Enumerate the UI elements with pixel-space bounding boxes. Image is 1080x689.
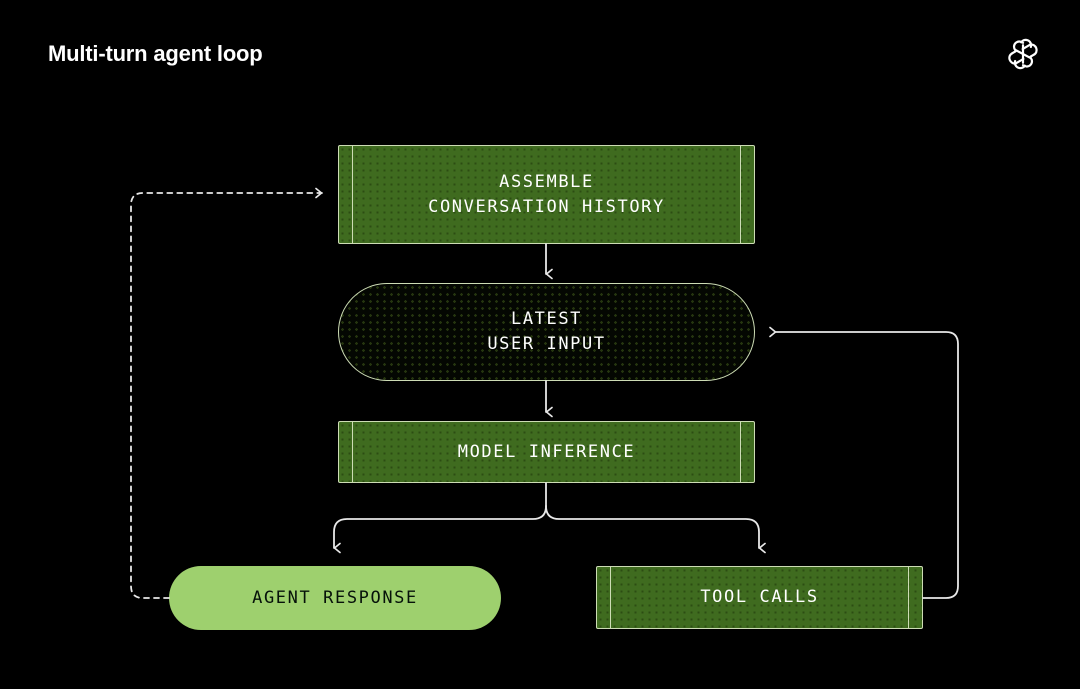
node-cap-right — [908, 567, 909, 628]
edge-agent-response-to-assemble — [130, 187, 323, 599]
edge-tool-calls-to-latest-input — [769, 326, 959, 599]
node-cap-left — [352, 146, 353, 243]
node-label-tool-calls: TOOL CALLS — [700, 587, 819, 608]
page-title: Multi-turn agent loop — [48, 41, 263, 66]
node-agent-response[interactable]: AGENT RESPONSE — [169, 566, 501, 630]
node-label-model-inference: MODEL INFERENCE — [457, 441, 636, 462]
node-tool-calls[interactable]: TOOL CALLS — [596, 566, 923, 629]
node-assemble-conversation-history[interactable]: ASSEMBLE CONVERSATION HISTORY — [338, 145, 755, 244]
node-cap-left — [352, 422, 353, 482]
node-label-agent-response: AGENT RESPONSE — [252, 587, 418, 608]
node-cap-right — [740, 146, 741, 243]
edge-model-inference-to-tool-calls — [545, 505, 766, 554]
openai-logo-icon — [1002, 33, 1044, 75]
node-latest-user-input[interactable]: LATEST USER INPUT — [338, 283, 755, 381]
edge-model-inference-to-agent-response — [333, 505, 547, 554]
node-label-latest-user-input: LATEST USER INPUT — [487, 309, 606, 354]
node-cap-right — [740, 422, 741, 482]
node-model-inference[interactable]: MODEL INFERENCE — [338, 421, 755, 483]
node-label-assemble-conversation-history: ASSEMBLE CONVERSATION HISTORY — [428, 171, 665, 217]
node-cap-left — [610, 567, 611, 628]
